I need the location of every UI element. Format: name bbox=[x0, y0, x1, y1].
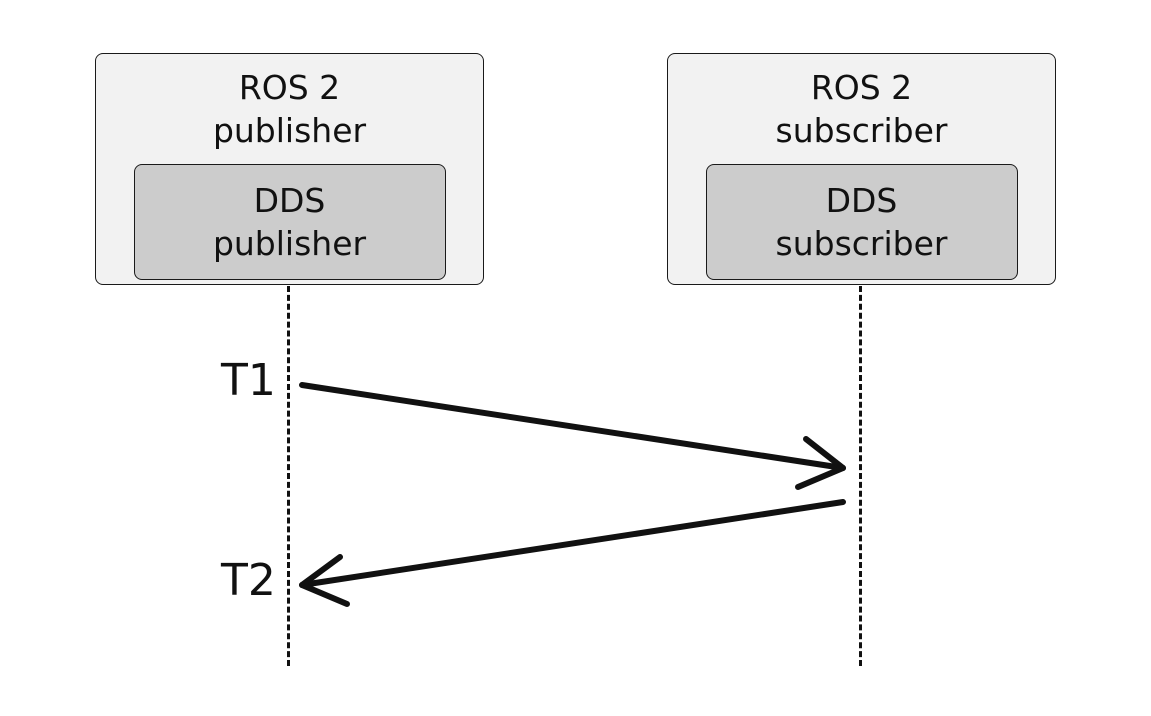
t1-label: T1 bbox=[221, 355, 276, 406]
response-arrow bbox=[299, 499, 846, 607]
request-arrow bbox=[299, 382, 846, 490]
dds-publisher-label-line1: DDS bbox=[253, 181, 326, 220]
ros2-publisher-label-line1: ROS 2 bbox=[238, 68, 341, 107]
dds-subscriber-label: DDS subscriber bbox=[707, 179, 1017, 265]
subscriber-lifeline bbox=[859, 286, 862, 666]
dds-publisher-label: DDS publisher bbox=[135, 179, 445, 265]
dds-subscriber-label-line1: DDS bbox=[825, 181, 898, 220]
ros2-subscriber-label: ROS 2 subscriber bbox=[668, 66, 1055, 152]
ros2-publisher-node: ROS 2 publisher DDS publisher bbox=[95, 53, 484, 285]
ros2-subscriber-label-line2: subscriber bbox=[775, 111, 948, 150]
dds-subscriber-node: DDS subscriber bbox=[705, 164, 1018, 280]
ros2-subscriber-label-line1: ROS 2 bbox=[810, 68, 913, 107]
dds-subscriber-label-line2: subscriber bbox=[775, 224, 948, 263]
dds-publisher-node: DDS publisher bbox=[133, 164, 446, 280]
t2-label: T2 bbox=[221, 555, 276, 606]
ros2-publisher-label-line2: publisher bbox=[212, 111, 367, 150]
publisher-lifeline bbox=[287, 286, 290, 666]
ros2-subscriber-node: ROS 2 subscriber DDS subscriber bbox=[667, 53, 1056, 285]
ros2-publisher-label: ROS 2 publisher bbox=[96, 66, 483, 152]
dds-publisher-label-line2: publisher bbox=[212, 224, 367, 263]
